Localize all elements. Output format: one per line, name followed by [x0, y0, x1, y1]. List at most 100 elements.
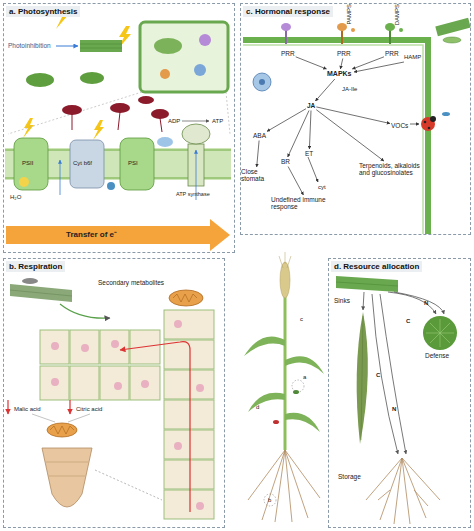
- wheat-plant: [273, 420, 279, 424]
- node-text: Close stomata: [241, 168, 271, 183]
- signal-arrow: [288, 111, 309, 158]
- allocation-arrow: [380, 294, 406, 454]
- panel: a. Photosynthesis: [3, 3, 235, 253]
- node-text: PRR: [337, 50, 351, 57]
- receptor-label: PRR: [281, 50, 295, 57]
- annotation-label: Storage: [338, 474, 361, 481]
- wheat-plant: [292, 380, 304, 392]
- annotation-label: Photoinhibition: [8, 43, 51, 50]
- wheat-plant: [284, 290, 287, 450]
- receptor-label: PRR: [385, 50, 399, 57]
- lightning-bolt: [93, 120, 104, 140]
- thylakoid-membrane: [157, 137, 173, 147]
- ladybug: [308, 112, 450, 182]
- source-leaf: [336, 282, 398, 286]
- insect: [118, 112, 120, 130]
- leaf-with-caterpillar: [354, 62, 404, 72]
- cell-nucleus: [174, 442, 182, 450]
- sink-leaf: [357, 312, 368, 444]
- cell-nucleus: [111, 340, 119, 348]
- transport-arrow: [120, 342, 190, 512]
- lightning-bolt: [23, 6, 131, 140]
- signal-arrow: [315, 79, 334, 101]
- cell-tissue: [130, 366, 160, 400]
- cell-tissue: [164, 370, 214, 399]
- annotation-label: PSI: [128, 160, 138, 166]
- lightning-bolt: [23, 118, 34, 138]
- defense-leaf: [423, 316, 457, 350]
- wheat-plant: [287, 256, 291, 268]
- annotation-label: ADP: [168, 118, 180, 124]
- defense-leaf: [426, 319, 454, 347]
- ladybug: [308, 157, 318, 182]
- cell-nucleus: [114, 382, 122, 390]
- insect: [72, 114, 73, 130]
- annotation-label: Sinks: [334, 298, 350, 305]
- cell-nucleus: [196, 384, 204, 392]
- allocation-arrow: [363, 292, 444, 454]
- response-label: Undefined immune response: [271, 196, 345, 211]
- wheat-plant: [285, 356, 324, 374]
- storage-roots: [366, 458, 440, 524]
- cell-nucleus: [196, 502, 204, 510]
- wheat-plant: [264, 494, 276, 506]
- signal-arrow: [352, 57, 384, 69]
- wheat-plant: [285, 252, 286, 264]
- root-tip: [95, 470, 162, 500]
- leaf-segment: [80, 40, 122, 52]
- node-text: ET: [305, 150, 313, 157]
- plant-cell: [26, 73, 54, 87]
- response-label: Close stomata: [241, 168, 271, 183]
- cell-tissue: [100, 366, 129, 400]
- allocation-arrow: [363, 292, 364, 310]
- receptor-label: PRR: [337, 50, 351, 57]
- wheat-plant: [248, 450, 320, 522]
- cell-tissue: [40, 366, 69, 400]
- cell-tissue: [100, 330, 129, 364]
- panel-heading: a. Photosynthesis: [6, 6, 80, 17]
- leaf-segment: [80, 44, 122, 45]
- root-tip: [42, 448, 92, 507]
- source-leaf: [336, 276, 398, 292]
- allocation-arrow: [394, 292, 444, 314]
- signal-arrow: [316, 110, 384, 161]
- cell-nucleus: [51, 342, 59, 350]
- annotation-label: cyt: [318, 184, 326, 190]
- annotation-label: N: [424, 300, 428, 306]
- transport-arrow: [69, 400, 70, 414]
- thylakoid-membrane: [70, 140, 104, 188]
- node-text: BR: [281, 158, 290, 165]
- signal-arrow: [257, 141, 259, 168]
- annotation-label: JA-Ile: [342, 86, 357, 92]
- receptor: [351, 28, 355, 32]
- annotation-label: ATP synthase: [176, 192, 210, 198]
- sink-leaf: [361, 316, 363, 440]
- annotation-label: Transfer of e⁻: [66, 231, 117, 239]
- root-tip: [46, 462, 88, 463]
- root-tip: [42, 448, 162, 507]
- annotation-label: Citric acid: [76, 406, 102, 412]
- signal-arrow: [340, 59, 342, 70]
- kinase-label: MAPKs: [327, 70, 352, 78]
- node-text: MAPKs: [327, 70, 352, 78]
- leaf-segment: [10, 284, 72, 302]
- signal-arrow: [267, 109, 306, 132]
- annotation-label: PSII: [22, 160, 33, 166]
- leaf-with-caterpillar: [354, 18, 471, 72]
- annotation-label: DAMPS: [394, 4, 400, 25]
- annotation-label: b: [268, 497, 271, 503]
- cell-wall: [243, 40, 428, 234]
- leaf-with-caterpillar: [435, 18, 470, 36]
- annotation-label: PAMPS: [346, 4, 352, 25]
- plant-cell: [140, 22, 228, 92]
- thylakoid-membrane: [60, 160, 61, 195]
- ladybug: [421, 117, 435, 131]
- cell-wall: [243, 45, 423, 234]
- receptor: [385, 23, 395, 31]
- sink-leaf: [357, 312, 368, 444]
- annotation-label: N: [392, 406, 396, 412]
- wheat-plant: [279, 256, 283, 268]
- wheat-plant: [280, 262, 290, 298]
